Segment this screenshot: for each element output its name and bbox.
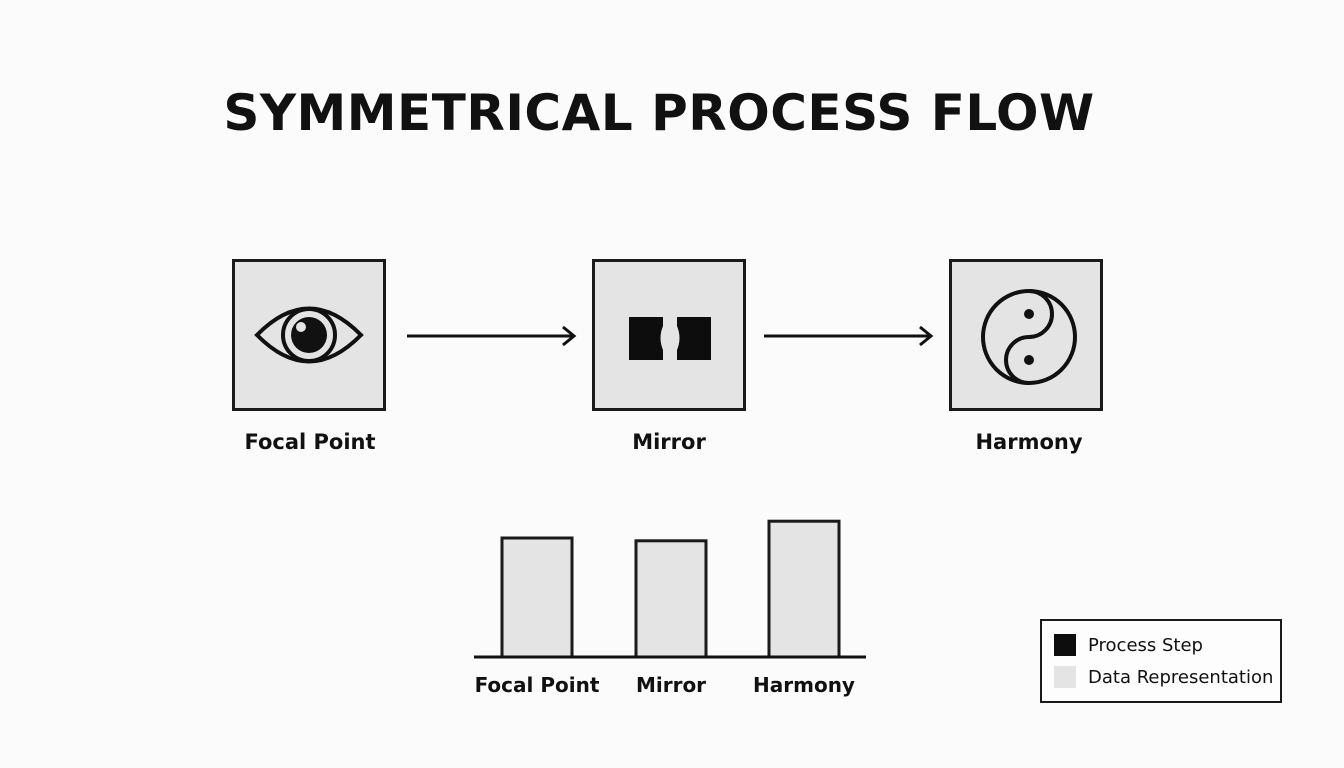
eye-icon [254,306,364,364]
bar-focal-point [500,536,574,659]
step-box-focal-point [232,259,386,411]
page-title: SYMMETRICAL PROCESS FLOW [223,84,1095,142]
legend-swatch-data-representation [1054,666,1076,688]
x-tick-label: Focal Point [475,673,600,697]
step-box-mirror [592,259,746,411]
x-tick-label: Harmony [753,673,855,697]
step-label-harmony: Harmony [975,430,1083,454]
mirror-blocks-icon [629,317,711,360]
legend-swatch-process-step [1054,634,1076,656]
bar-chart: Focal Point Mirror Harmony [474,519,866,697]
legend-label: Process Step [1088,634,1203,656]
flow-arrow-1 [407,325,577,347]
step-label-focal-point: Focal Point [244,430,376,454]
legend-item-process-step: Process Step [1054,633,1203,657]
x-tick-label: Mirror [636,673,706,697]
step-label-mirror: Mirror [632,430,706,454]
legend-item-data-representation: Data Representation [1054,665,1273,689]
step-box-harmony [949,259,1103,411]
bar-mirror [634,539,708,659]
bar-harmony [767,519,841,659]
yin-yang-icon [981,289,1077,385]
legend: Process Step Data Representation [1040,619,1282,703]
flow-arrow-2 [764,325,934,347]
legend-label: Data Representation [1088,666,1274,688]
